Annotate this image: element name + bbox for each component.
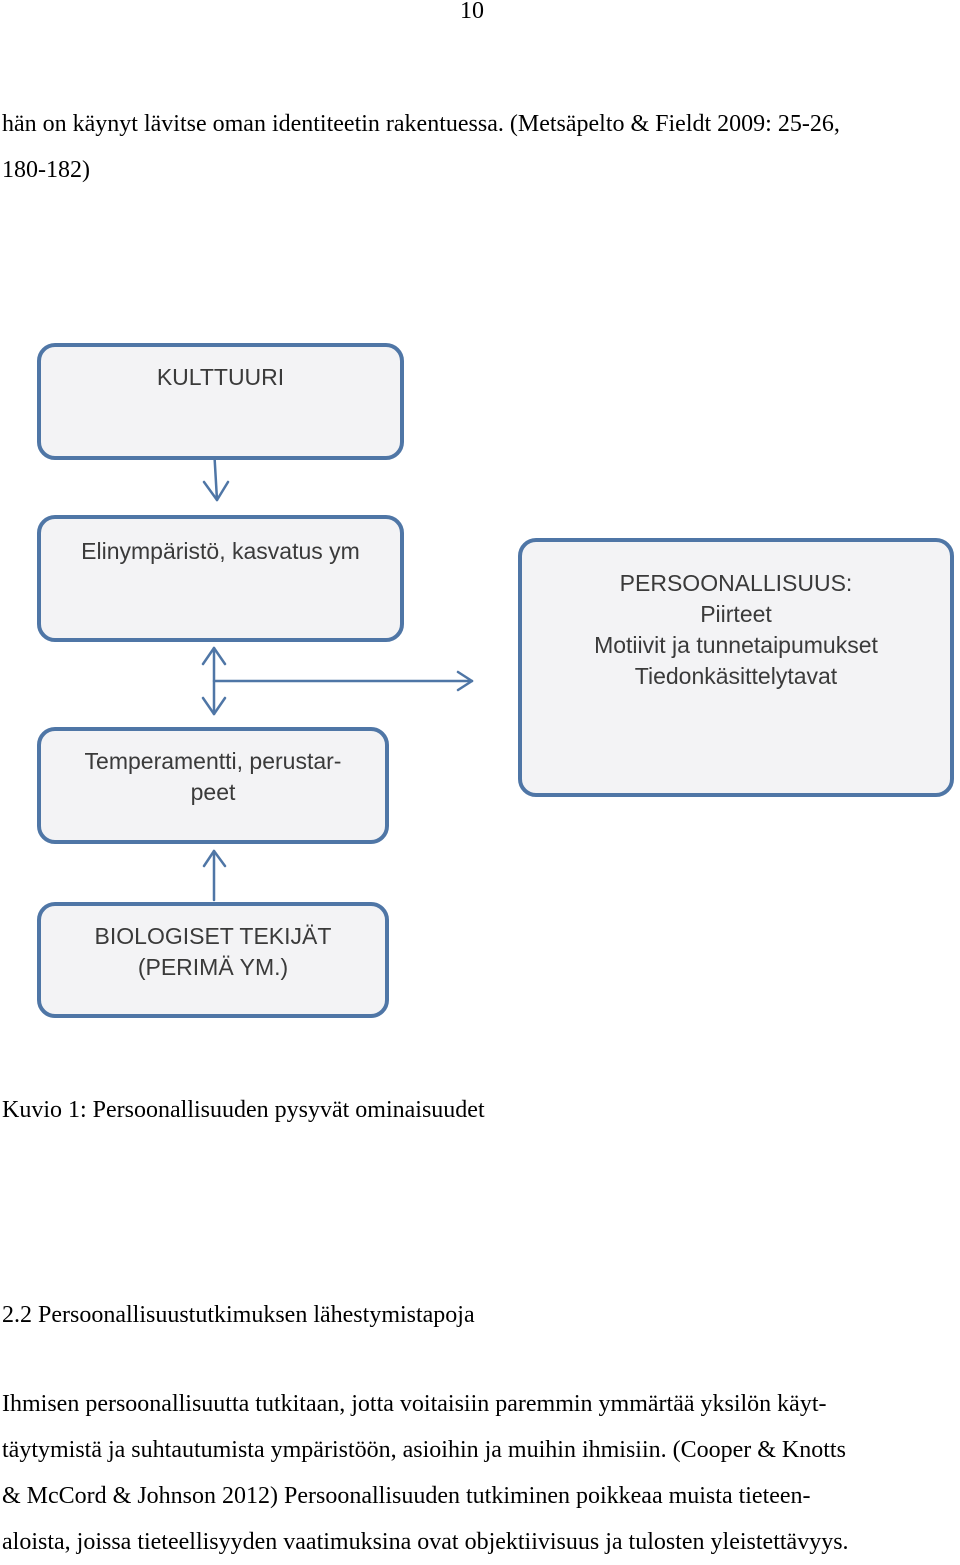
arrow-head: [456, 670, 474, 692]
box-label: (PERIMÄ YM.): [137, 954, 289, 980]
page-number: 10: [460, 0, 484, 24]
box-label: PERSOONALLISUUS:: [619, 570, 853, 596]
box-label: Tiedonkäsittelytavat: [634, 663, 838, 689]
box-label: Elinympäristö, kasvatus ym: [81, 538, 360, 564]
box-biologiset-tekijat: BIOLOGISET TEKIJÄT (PERIMÄ YM.): [37, 902, 389, 1018]
body-line: aloista, joissa tieteellisyyden vaatimuk…: [2, 1529, 849, 1555]
body-line: & McCord & Johnson 2012) Persoonallisuud…: [2, 1483, 811, 1509]
box-label: Temperamentti, perustar-: [84, 748, 342, 774]
intro-line: hän on käynyt lävitse oman identiteetin …: [2, 111, 840, 137]
body-line: Ihmisen persoonallisuutta tutkitaan, jot…: [2, 1391, 827, 1417]
box-label: Motiivit ja tunnetaipumukset: [594, 632, 878, 658]
box-label: Piirteet: [700, 601, 772, 627]
box-kulttuuri: KULTTUURI: [37, 343, 404, 460]
box-temperamentti: Temperamentti, perustar- peet: [37, 727, 389, 844]
box-label: peet: [190, 779, 236, 805]
section-heading: 2.2 Persoonallisuustutkimuksen lähestymi…: [2, 1302, 475, 1328]
intro-line: 180-182): [2, 157, 90, 183]
arrow-head: [201, 696, 227, 716]
arrow-head: [202, 480, 230, 502]
box-label: KULTTUURI: [156, 364, 285, 390]
arrow-head: [202, 849, 227, 868]
body-line: täytymistä ja suhtautumista ympäristöön,…: [2, 1437, 846, 1463]
figure-caption: Kuvio 1: Persoonallisuuden pysyvät omina…: [2, 1097, 485, 1123]
arrow-head: [201, 646, 227, 666]
box-label: BIOLOGISET TEKIJÄT: [94, 923, 332, 949]
box-elinymparisto: Elinympäristö, kasvatus ym: [37, 515, 404, 642]
body-paragraph: Ihmisen persoonallisuutta tutkitaan, jot…: [2, 1381, 940, 1565]
intro-paragraph: hän on käynyt lävitse oman identiteetin …: [2, 101, 942, 193]
box-persoonallisuus: PERSOONALLISUUS: Piirteet Motiivit ja tu…: [518, 538, 954, 797]
